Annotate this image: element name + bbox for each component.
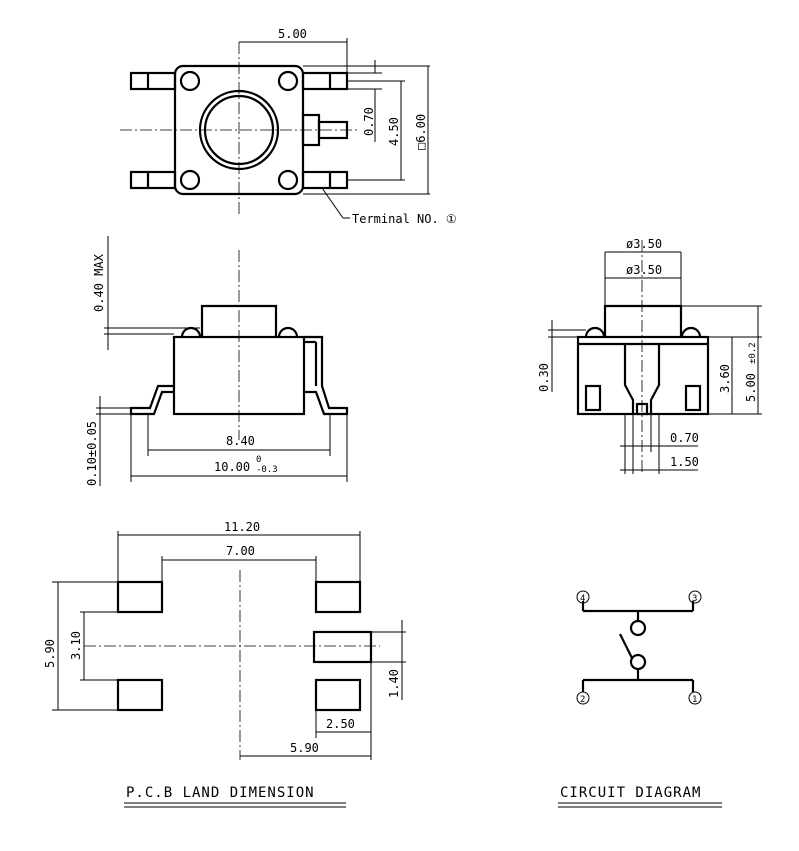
side-view: 0.40 MAX 0.10±0.05 8.40 10.00 0 -0.3 — [85, 236, 349, 486]
contact — [629, 619, 647, 637]
dim-width: 5.00 — [278, 27, 307, 41]
circuit-title: CIRCUIT DIAGRAM — [560, 785, 701, 801]
dim-500-tol: ±0.2 — [748, 342, 758, 364]
terminal — [301, 170, 349, 190]
lead-right — [304, 335, 349, 416]
pcb-land: 11.20 7.00 5.90 3.10 1.40 2.50 5.90 P.C.… — [43, 520, 406, 808]
corner-post — [277, 70, 299, 92]
end-terminal — [684, 384, 702, 412]
switch-arm — [619, 633, 633, 659]
tol-lower: -0.3 — [256, 465, 278, 475]
switch-body-end — [576, 335, 710, 416]
dim-250: 2.50 — [326, 717, 355, 731]
dim-body: □6.00 — [414, 114, 428, 150]
terminal — [129, 71, 177, 91]
land-pad-ground — [312, 630, 373, 664]
pin-4-label: 4 — [580, 594, 585, 604]
circuit-diagram: 4 3 2 1 CIRCUIT DIAGRAM — [558, 590, 722, 808]
dim-590-vertical: 5.90 — [43, 639, 57, 668]
post-bump — [277, 326, 299, 338]
dim-dia-1: ø3.50 — [626, 237, 662, 251]
pin-1-marker — [688, 691, 702, 705]
dim-overall: 10.00 — [214, 460, 250, 474]
stem-right — [649, 344, 661, 414]
dim-360: 3.60 — [718, 364, 732, 393]
pin-2-marker — [576, 691, 590, 705]
dim-body-length: 8.40 — [226, 434, 255, 448]
post-bump — [180, 326, 202, 338]
dim-pitch: 4.50 — [387, 117, 401, 146]
dim-dia-2: ø3.50 — [626, 263, 662, 277]
terminal — [301, 71, 349, 91]
dim-500: 5.00 — [744, 373, 758, 402]
end-terminal — [584, 384, 602, 412]
pin-2-label: 2 — [580, 695, 585, 705]
dim-thickness: 0.10±0.05 — [85, 421, 99, 486]
stem-left — [623, 344, 635, 414]
dim-pin-width: 0.70 — [362, 107, 376, 136]
dim-590-horizontal: 5.90 — [290, 741, 319, 755]
land-pad — [314, 580, 362, 614]
pin-4-marker — [576, 590, 590, 604]
dim-070: 0.70 — [670, 431, 699, 445]
terminal-label: Terminal NO. ① — [352, 212, 457, 226]
pcb-title: P.C.B LAND DIMENSION — [126, 785, 315, 801]
contact — [629, 653, 647, 671]
dim-1120: 11.20 — [224, 520, 260, 534]
dim-150: 1.50 — [670, 455, 699, 469]
pin-1-label: 1 — [692, 695, 697, 705]
corner-post — [179, 169, 201, 191]
actuator-end — [603, 304, 683, 337]
dim-310: 3.10 — [69, 631, 83, 660]
end-view: ø3.50 ø3.50 0.30 3.60 5.00 ±0.2 0.70 1.5… — [537, 237, 762, 475]
land-pad — [314, 678, 362, 712]
terminal — [129, 170, 177, 190]
dim-700: 7.00 — [226, 544, 255, 558]
tol-upper: 0 — [256, 455, 261, 465]
dim-140: 1.40 — [387, 669, 401, 698]
corner-post — [277, 169, 299, 191]
top-view: 5.00 0.70 4.50 □6.00 Terminal NO. ① — [120, 27, 457, 226]
lead-left — [129, 384, 174, 416]
land-pad — [116, 580, 164, 614]
corner-post — [179, 70, 201, 92]
dim-max: 0.40 MAX — [92, 253, 106, 312]
dim-030: 0.30 — [537, 363, 551, 392]
land-pad — [116, 678, 164, 712]
pin-3-label: 3 — [692, 594, 697, 604]
pin-3-marker — [688, 590, 702, 604]
